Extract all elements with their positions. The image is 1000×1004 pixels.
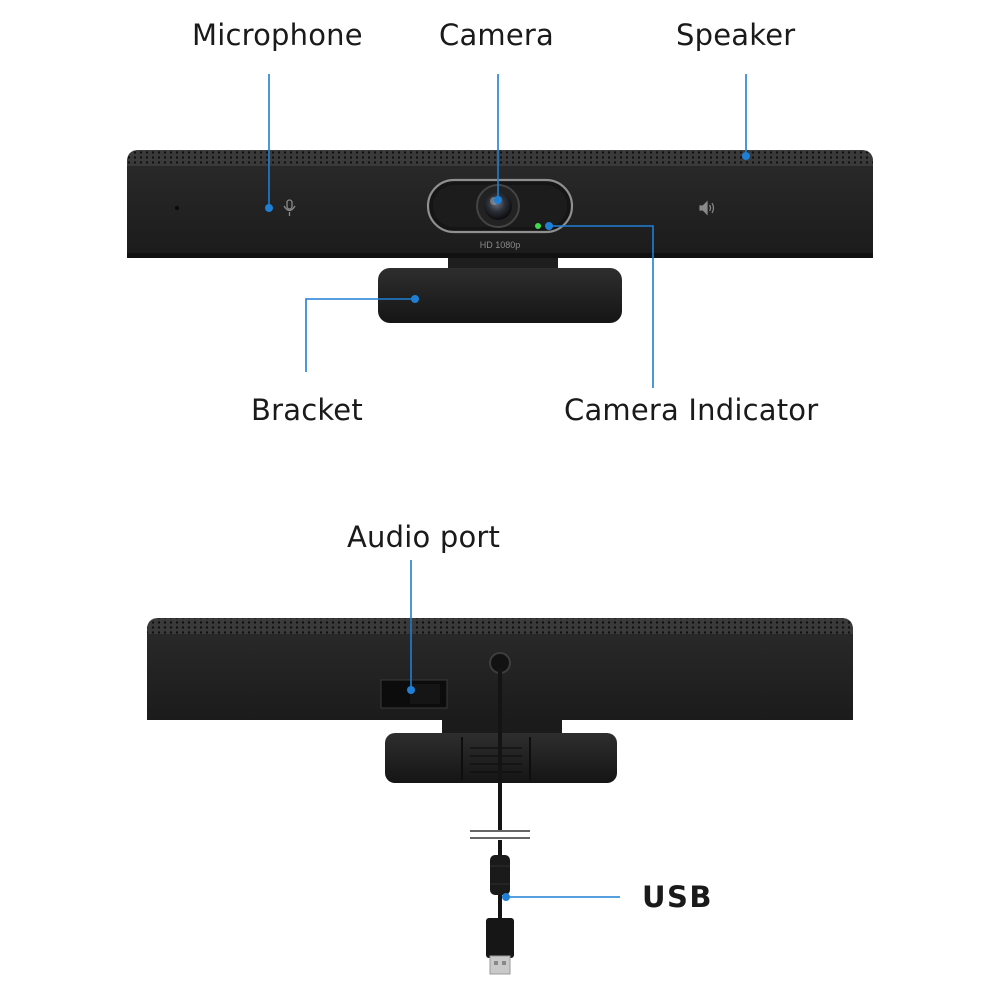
leader-lines — [268, 74, 747, 898]
front-pinhole — [175, 206, 179, 210]
microphone-icon — [283, 199, 296, 216]
dot-audio-port — [407, 686, 415, 694]
back-view — [147, 618, 853, 975]
leader-bracket — [305, 298, 415, 372]
dot-usb — [502, 893, 510, 901]
dot-speaker — [742, 152, 750, 160]
front-view: HD 1080p — [127, 150, 873, 323]
label-usb: USB — [642, 880, 714, 914]
bracket — [378, 268, 622, 323]
dot-camera-indicator — [545, 222, 553, 230]
usb-plug-body — [486, 918, 514, 958]
ferrite-bead — [490, 855, 510, 895]
back-speaker-mesh — [147, 618, 853, 634]
leader-camera-indicator — [549, 225, 654, 388]
dot-microphone — [265, 204, 273, 212]
label-audio-port: Audio port — [347, 520, 501, 554]
camera-indicator-light — [535, 223, 541, 229]
leader-dots — [265, 152, 750, 901]
dot-bracket — [411, 295, 419, 303]
dot-camera — [494, 196, 502, 204]
label-camera: Camera — [439, 18, 555, 52]
lens-marking: HD 1080p — [480, 240, 521, 250]
label-speaker: Speaker — [676, 18, 796, 52]
label-camera-indicator: Camera Indicator — [564, 393, 819, 427]
label-bracket: Bracket — [251, 393, 363, 427]
speaker-icon — [699, 200, 715, 216]
usb-plug-connector — [489, 955, 511, 975]
front-speaker-mesh — [127, 150, 873, 166]
label-microphone: Microphone — [192, 18, 363, 52]
